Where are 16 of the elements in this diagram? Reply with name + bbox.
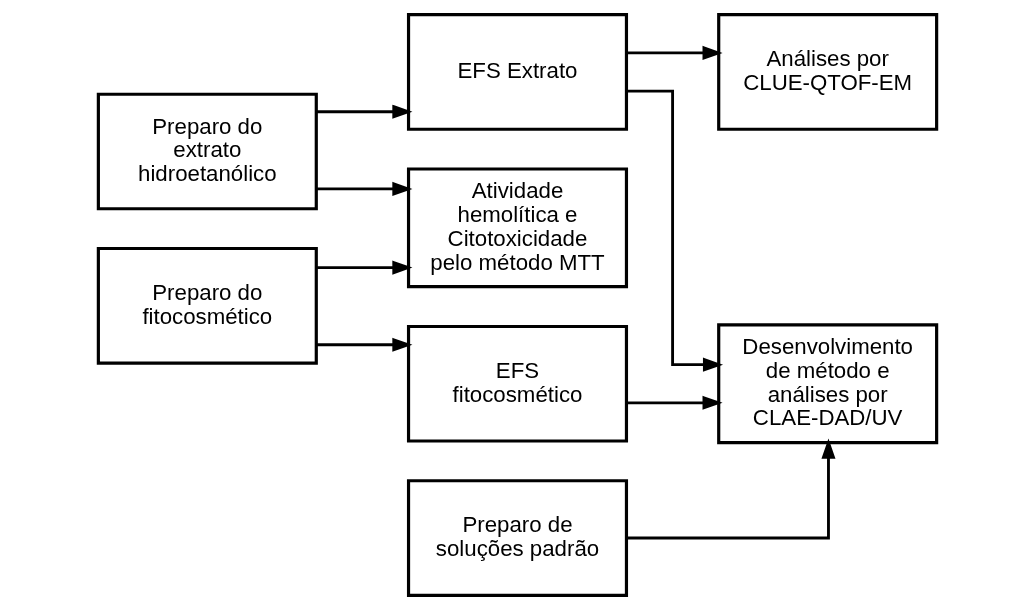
arrow bbox=[316, 337, 413, 352]
arrow bbox=[626, 438, 836, 540]
node-box: Preparo do extrato hidroetanólico bbox=[96, 92, 318, 211]
node-box: Preparo de soluções padrão bbox=[406, 479, 629, 597]
node-box: Atividade hemolítica e Citotoxicidade pelo método MTT bbox=[406, 167, 629, 289]
node-box: EFS fitocosmético bbox=[406, 324, 629, 443]
arrow bbox=[626, 45, 723, 60]
node-box: Preparo do fitocosmético bbox=[96, 246, 318, 365]
arrow bbox=[316, 260, 413, 275]
node-box: Análises por CLUE-QTOF-EM bbox=[717, 13, 939, 131]
arrow bbox=[316, 104, 413, 119]
arrow bbox=[626, 89, 724, 372]
node-box: Desenvolvimento de método e análises por CLAE-DAD/UV bbox=[717, 323, 939, 445]
arrow bbox=[626, 395, 723, 410]
node-box: EFS Extrato bbox=[406, 13, 629, 131]
arrow bbox=[316, 181, 413, 196]
